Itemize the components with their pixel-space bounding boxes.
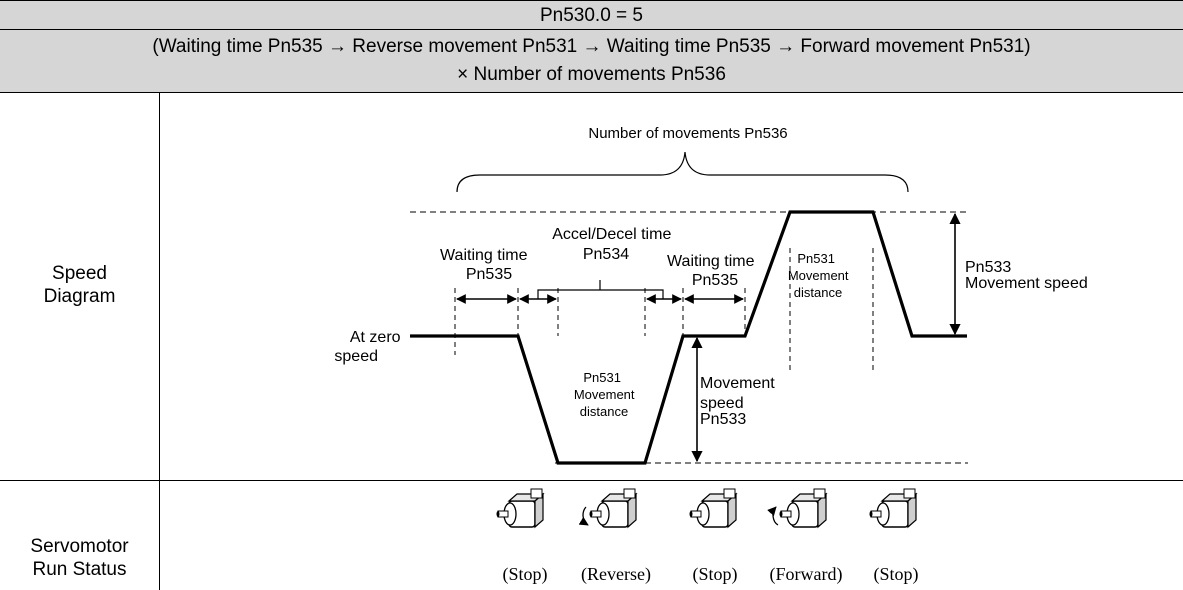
forward-distance-label-1: Movement <box>788 268 849 283</box>
speed-lower-param: Pn533 <box>700 411 746 428</box>
waiting-time-mid-param: Pn535 <box>692 272 738 289</box>
reverse-distance-param: Pn531 <box>583 370 621 385</box>
motor-state-1: (Stop) <box>503 564 548 585</box>
speed-right-label: Movement speed <box>965 275 1088 292</box>
svg-text:At zero speed: At zero speed <box>334 329 405 365</box>
motor-icon-reverse <box>578 488 637 528</box>
reverse-distance-label-2: distance <box>580 404 628 419</box>
motor-icon-forward <box>767 488 827 528</box>
speed-diagram-label: Speed Diagram <box>0 262 159 308</box>
waiting-time-mid-label: Waiting time <box>667 253 755 270</box>
servo-label-line-1: Servomotor <box>30 536 129 557</box>
speed-lower-label-2: speed <box>700 395 744 412</box>
svg-text:Waiting time Pn535: Waiting time Pn535 <box>667 253 759 289</box>
speed-label-line-1: Speed <box>52 263 107 284</box>
motor-icon-stop-2 <box>688 488 737 528</box>
svg-text:Pn533 Movement speed: Pn533 Movement speed <box>965 259 1088 292</box>
column-divider <box>159 93 160 590</box>
header-title: Pn530.0 = 5 <box>0 0 1183 29</box>
motor-state-5: (Stop) <box>874 564 919 585</box>
forward-distance-param: Pn531 <box>797 251 835 266</box>
number-of-movements-label: Number of movements Pn536 <box>588 125 787 142</box>
speed-lower-label-1: Movement <box>700 375 775 392</box>
movements-brace <box>456 151 909 193</box>
row-divider <box>0 480 1183 481</box>
accel-decel-label: Accel/Decel time <box>552 226 671 243</box>
sequence-line-1: (Waiting time Pn535 → Reverse movement P… <box>152 36 1031 57</box>
speed-profile <box>410 210 967 465</box>
motor-icon-stop-3 <box>868 488 917 528</box>
svg-text:Accel/Decel time Pn534: Accel/Decel time Pn534 <box>552 226 676 263</box>
motor-icon-stop-1 <box>495 488 544 528</box>
sequence-line-2: × Number of movements Pn536 <box>457 64 726 85</box>
motor-state-3: (Stop) <box>693 564 738 585</box>
header-sequence: (Waiting time Pn535 → Reverse movement P… <box>0 29 1183 93</box>
speed-right-param: Pn533 <box>965 259 1011 276</box>
zero-speed-label-1: At zero <box>350 329 401 346</box>
time-markers <box>454 248 874 372</box>
svg-text:Movement speed Pn533: Movement speed Pn533 <box>700 375 779 428</box>
header-title-text: Pn530.0 = 5 <box>539 5 643 26</box>
zero-speed-label-2: speed <box>334 348 378 365</box>
svg-text:Pn531 Movement distanc: Pn531 Movement distance <box>788 251 852 300</box>
servo-label-line-2: Run Status <box>32 559 127 580</box>
servo-status-label: Servomotor Run Status <box>0 535 159 581</box>
motor-state-4: (Forward) <box>770 564 843 585</box>
motor-state-2: (Reverse) <box>581 564 651 585</box>
waiting-time-left-param: Pn535 <box>466 266 512 283</box>
forward-distance-label-2: distance <box>794 285 842 300</box>
svg-text:Waiting time Pn535: Waiting time Pn535 <box>440 247 532 283</box>
speed-label-line-2: Diagram <box>43 286 116 307</box>
reverse-distance-label-1: Movement <box>574 387 635 402</box>
svg-text:Pn531 Movement distanc: Pn531 Movement distance <box>574 370 638 419</box>
accel-decel-param: Pn534 <box>583 246 629 263</box>
waiting-time-left-label: Waiting time <box>440 247 528 264</box>
